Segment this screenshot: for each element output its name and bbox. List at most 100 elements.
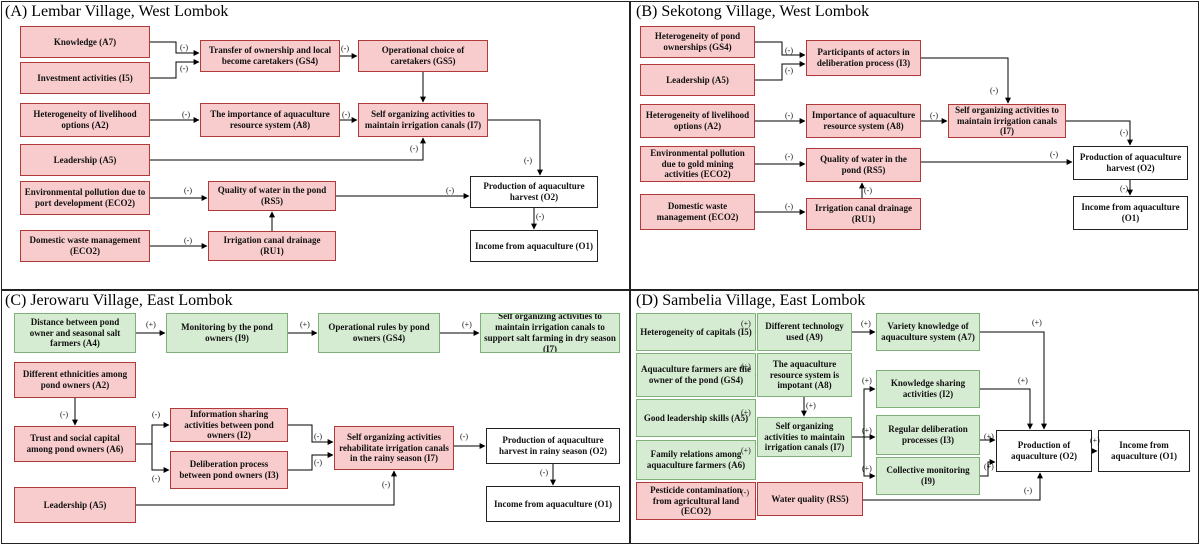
node-c-selforg-rain: Self organizing activities rehabilitate … [334,426,454,470]
node-d-pesticide: Pesticide contamination from agricultura… [636,482,756,520]
node-a-production: Production of aquaculture harvest (O2) [470,176,598,208]
node-c-distance: Distance between pond owner and seasonal… [14,313,136,353]
node-d-collective: Collective monitoring (I9) [876,457,980,495]
node-b-quality: Quality of water in the pond (RS5) [806,148,921,182]
node-d-production: Production of aquaculture (O2) [996,430,1092,472]
node-a-operational: Operational choice of caretakers (GS5) [358,40,488,72]
node-b-waste: Domestic waste management (ECO2) [640,194,755,230]
sign-b-10: (-) [864,186,872,195]
node-b-hetero-pond: Heterogeneity of pond ownerships (GS4) [640,26,755,58]
edge-c-delib-selforg [288,452,334,471]
sign-a-6: (-) [410,144,418,153]
panel-d-title: (D) Sambelia Village, East Lombok [636,292,866,309]
node-a-pollution: Environmental pollution due to port deve… [20,181,150,215]
node-d-good-lead: Good leadership skills (A5) [636,399,756,437]
sign-a-2: (-) [180,64,188,73]
node-d-capitals: Heterogeneity of capitals (I5) [636,313,756,351]
sign-a-8: (-) [184,186,192,195]
edge-b-leadership-participants [755,61,806,81]
node-c-deliberation: Deliberation process between pond owners… [170,451,288,489]
edge-c-trust-delib [151,444,170,473]
node-b-income: Income from aquaculture (O1) [1073,196,1188,230]
sign-c-2: (+) [300,320,310,329]
node-c-ethnic: Different ethnicities among pond owners … [14,362,136,398]
panel-b [630,1,1199,290]
sign-c-4: (-) [60,410,68,419]
sign-d-1: (+) [741,319,751,328]
sign-b-4: (-) [785,111,793,120]
node-c-rules: Operational rules by pond owners (GS4) [318,313,440,353]
node-a-income: Income from aquaculture (O1) [470,230,598,262]
node-c-income: Income from aquaculture (O1) [486,486,620,522]
sign-c-10: (-) [382,480,390,489]
node-d-selforg: Self organizing activities to maintain i… [757,417,852,457]
panel-a [1,1,630,290]
node-c-trust: Trust and social capital among pond owne… [14,426,136,462]
edge-b-selforg-production [1066,120,1133,146]
panel-c [1,290,630,544]
sign-c-7: (-) [314,432,322,441]
sign-b-3: (-) [990,86,998,95]
sign-c-9: (-) [460,432,468,441]
node-d-family: Family relations among aquaculture farme… [636,440,756,480]
node-c-production: Production of aquaculture harvest in rai… [486,428,620,464]
edge-d-selforg-collective [863,437,876,479]
node-b-importance: Importance of aquaculture resource syste… [806,104,921,138]
node-d-owners: Aquaculture farmers are the owner of the… [636,353,756,397]
node-b-pollution: Environmental pollution due to gold mini… [640,146,755,182]
sign-b-11: (-) [1120,184,1128,193]
sign-b-1: (-) [785,46,793,55]
sign-b-9: (-) [785,202,793,211]
node-b-drainage: Irrigation canal drainage (RU1) [806,198,921,230]
sign-d-5: (+) [741,408,751,417]
edge-d-variety-production [980,331,1047,430]
node-d-water: Water quality (RS5) [757,482,863,516]
panel-c-title: (C) Jerowaru Village, East Lombok [5,292,233,309]
node-a-waste: Domestic waste management (ECO2) [20,230,150,262]
panel-a-title: (A) Lembar Village, West Lombok [5,3,229,20]
sign-b-8: (-) [1050,150,1058,159]
sign-a-10: (-) [184,236,192,245]
sign-d-10: (+) [1032,318,1042,327]
sign-c-6: (-) [152,474,160,483]
sign-a-3: (-) [341,44,349,53]
sign-c-8: (-) [314,458,322,467]
sign-d-15: (-) [1024,486,1032,495]
sign-d-7: (+) [862,376,872,385]
sign-a-5: (-) [342,110,350,119]
panel-b-title: (B) Sekotong Village, West Lombok [636,3,870,20]
node-d-regular: Regular deliberation processes (I3) [876,415,980,455]
sign-a-1: (-) [180,43,188,52]
node-c-leadership: Leadership (A5) [14,487,136,523]
node-d-know-share: Knowledge sharing activities (I2) [876,370,980,408]
node-d-variety: Variety knowledge of aquaculture system … [876,313,980,351]
node-b-hetero-live: Heterogeneity of livelihood options (A2) [640,104,755,138]
sign-b-2: (-) [785,66,793,75]
sign-d-14: (-) [741,488,749,497]
edge-c-info-selforg [288,424,334,445]
sign-a-9: (-) [446,186,454,195]
node-d-technology: Different technology used (A9) [757,313,852,351]
sign-b-6: (-) [1120,128,1128,137]
node-a-transfer: Transfer of ownership and local become c… [200,40,340,72]
node-d-income: Income from aquaculture (O1) [1098,430,1190,472]
sign-b-5: (-) [930,111,938,120]
node-a-heterogeneity: Heterogeneity of livelihood options (A2) [20,103,150,137]
node-b-selforg: Self organizing activities to maintain i… [948,104,1066,138]
panel-d [630,290,1199,544]
sign-c-5: (-) [152,410,160,419]
node-b-participants: Participants of actors in deliberation p… [806,40,921,76]
sign-d-4: (+) [806,401,816,410]
node-b-leadership: Leadership (A5) [640,64,755,96]
sign-a-11: (-) [536,212,544,221]
edge-c-leadership-selforg [136,470,397,506]
node-a-selforg: Self organizing activities to maintain i… [358,103,488,137]
node-a-leadership: Leadership (A5) [20,144,150,176]
sign-b-7: (-) [785,152,793,161]
sign-d-9: (+) [862,464,872,473]
sign-a-7: (-) [524,156,532,165]
sign-d-13: (+) [984,462,994,471]
node-c-info-share: Information sharing activities between p… [170,408,288,442]
sign-d-3: (+) [741,362,751,371]
sign-c-11: (-) [540,468,548,477]
